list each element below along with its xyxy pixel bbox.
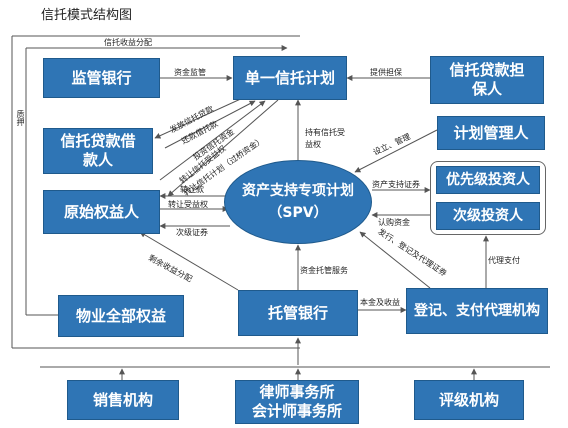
sales-agency-box: 销售机构	[67, 380, 179, 420]
junior-investor-box: 次级投资人	[436, 202, 540, 230]
issue-register-line	[359, 231, 431, 289]
single-trust-label: 单一信托计划	[244, 68, 335, 87]
borrower-box: 信托贷款借 款人	[43, 128, 153, 174]
repay-loan-line	[164, 100, 256, 149]
junior-investor-label: 次级投资人	[453, 207, 523, 224]
edge-label-trust-income: 信托收益分配	[104, 38, 152, 47]
single-trust-box: 单一信托计划	[233, 56, 347, 100]
edge-label-custody-service: 资金托管服务	[300, 266, 348, 275]
original-owner-label: 原始权益人	[63, 202, 139, 221]
edge-label-holds-beneficial-2: 益权	[305, 140, 321, 149]
invest-fund-line	[159, 100, 266, 181]
spv-label-2: （SPV）	[268, 205, 328, 221]
outer-frame	[11, 35, 300, 349]
original-owner-box: 原始权益人	[43, 190, 160, 234]
borrower-label-2: 款人	[82, 151, 113, 169]
guarantor-label-1: 信托贷款担	[449, 61, 525, 79]
guarantor-label-2: 保人	[471, 80, 502, 98]
accounting-firm-label: 会计师事务所	[251, 402, 342, 420]
transfer-trust-line	[167, 99, 279, 197]
senior-investor-box: 优先级投资人	[436, 166, 540, 194]
regulator-bank-box: 监管银行	[43, 58, 160, 98]
edge-label-holds-beneficial-1: 持有信托受	[305, 128, 345, 137]
plan-manager-label: 计划管理人	[453, 123, 529, 142]
guarantor-box: 信托贷款担 保人	[430, 56, 544, 104]
edge-label-abs: 资产支持证券	[372, 180, 420, 189]
law-firm-label: 律师事务所	[259, 383, 335, 401]
page-title: 信托模式结构图	[41, 8, 133, 23]
spv-ellipse: 资产支持专项计划 （SPV）	[224, 160, 372, 244]
registrar-box: 登记、支付代理机构	[406, 288, 548, 334]
custodian-bank-label: 托管银行	[267, 303, 328, 322]
edge-label-provide-guarantee: 提供担保	[370, 68, 402, 77]
senior-investor-label: 优先级投资人	[446, 171, 530, 188]
property-rights-box: 物业全部权益	[58, 295, 184, 337]
borrower-label-1: 信托贷款借	[60, 132, 136, 150]
custodian-bank-box: 托管银行	[238, 290, 358, 336]
law-accounting-box: 律师事务所 会计师事务所	[235, 380, 359, 424]
sales-agency-label: 销售机构	[92, 390, 153, 409]
edge-label-funds-supervision: 资金监管	[174, 68, 206, 77]
edge-label-subscription: 认购资金	[378, 218, 410, 227]
edge-label-transfer-rights: 转让受益权	[168, 200, 208, 209]
property-rights-label: 物业全部权益	[75, 306, 166, 325]
spv-label-1: 资产支持专项计划	[242, 183, 354, 199]
registrar-label: 登记、支付代理机构	[414, 302, 540, 319]
edge-label-principal-income: 本金及收益	[360, 298, 400, 307]
rating-agency-label: 评级机构	[438, 390, 499, 409]
edge-label-agency-payment: 代理支付	[488, 256, 520, 265]
plan-manager-box: 计划管理人	[437, 116, 545, 150]
edge-label-junior-securities: 次级证券	[176, 228, 208, 237]
regulator-bank-label: 监管银行	[71, 68, 132, 87]
residual-income-line	[139, 231, 239, 291]
rating-agency-box: 评级机构	[414, 380, 524, 420]
edge-label-transfer-payment: 转让款	[180, 185, 204, 194]
set-up-manage-line	[354, 129, 438, 173]
edge-label-pledge: 质押	[16, 110, 25, 126]
pay-loan-line	[154, 96, 246, 139]
